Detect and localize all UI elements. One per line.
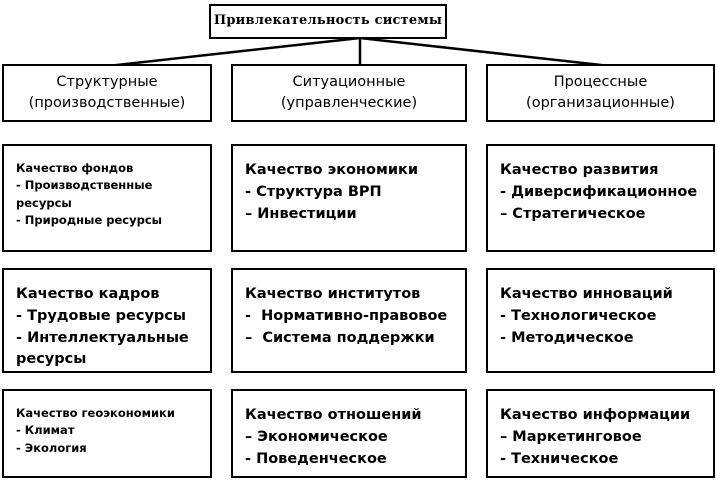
cell-process-3-item-2: - Техническое — [500, 450, 619, 467]
cell-situational-1: Качество экономики - Структура ВРП – Инв… — [231, 144, 467, 252]
cell-structural-2-item-2: - Интеллектуальные ресурсы — [16, 329, 189, 368]
cell-process-2-item-2: - Методическое — [500, 329, 634, 346]
cell-structural-1: Качество фондов - Производственные ресур… — [2, 144, 212, 252]
cell-situational-3-item-1: – Экономическое — [245, 428, 388, 445]
cell-process-1-item-1: - Диверсификационное — [500, 183, 698, 200]
column-header-process-line2: (организационные) — [526, 95, 675, 111]
column-header-process-line1: Процессные — [553, 73, 648, 90]
cell-situational-1-item-1: - Структура ВРП — [245, 183, 382, 200]
cell-process-2-item-1: - Технологическое — [500, 307, 657, 324]
cell-process-1-title: Качество развития — [500, 162, 659, 178]
column-header-situational-line1: Ситуационные — [292, 73, 406, 90]
cell-situational-3-title: Качество отношений — [245, 407, 422, 423]
column-header-structural-line2: (производственные) — [28, 95, 186, 111]
cell-structural-2-item-1: - Трудовые ресурсы — [16, 307, 186, 324]
root-title-label: Привлекательность системы — [213, 13, 443, 29]
column-header-structural-line1: Структурные — [56, 73, 158, 90]
cell-structural-3-item-1: - Климат — [16, 423, 75, 438]
column-header-situational: Ситуационные (управленческие) — [231, 64, 467, 122]
cell-process-3: Качество информации – Маркетинговое - Те… — [486, 389, 715, 478]
cell-situational-3: Качество отношений – Экономическое - Пов… — [231, 389, 467, 478]
cell-process-3-item-1: – Маркетинговое — [500, 428, 642, 445]
cell-structural-3: Качество геоэкономики - Климат - Экологи… — [2, 389, 212, 478]
cell-structural-2-title: Качество кадров — [16, 286, 160, 302]
cell-process-2-title: Качество инноваций — [500, 286, 673, 302]
cell-structural-3-item-2: - Экология — [16, 440, 87, 455]
cell-structural-2: Качество кадров - Трудовые ресурсы - Инт… — [2, 268, 212, 373]
cell-situational-2-item-1: - Нормативно-правовое — [245, 307, 448, 324]
cell-structural-1-item-1: - Производственные ресурсы — [16, 178, 157, 210]
column-header-process: Процессные (организационные) — [486, 64, 715, 122]
column-header-situational-line2: (управленческие) — [280, 95, 418, 111]
cell-situational-1-title: Качество экономики — [245, 162, 419, 178]
cell-situational-3-item-2: - Поведенческое — [245, 450, 387, 467]
cell-structural-3-title: Качество геоэкономики — [16, 406, 175, 420]
cell-process-1-item-2: – Стратегическое — [500, 205, 646, 222]
cell-structural-1-item-2: - Природные ресурсы — [16, 212, 163, 227]
cell-process-3-title: Качество информации — [500, 407, 691, 423]
cell-situational-1-item-2: – Инвестиции — [245, 205, 357, 222]
cell-situational-2: Качество институтов - Нормативно-правово… — [231, 268, 467, 373]
column-header-structural: Структурные (производственные) — [2, 64, 212, 122]
cell-structural-1-title: Качество фондов — [16, 161, 134, 175]
root-title-box: Привлекательность системы — [209, 4, 447, 39]
cell-process-2: Качество инноваций - Технологическое - М… — [486, 268, 715, 373]
cell-situational-2-title: Качество институтов — [245, 286, 421, 302]
cell-process-1: Качество развития - Диверсификационное –… — [486, 144, 715, 252]
cell-situational-2-item-2: – Система поддержки — [245, 329, 435, 346]
